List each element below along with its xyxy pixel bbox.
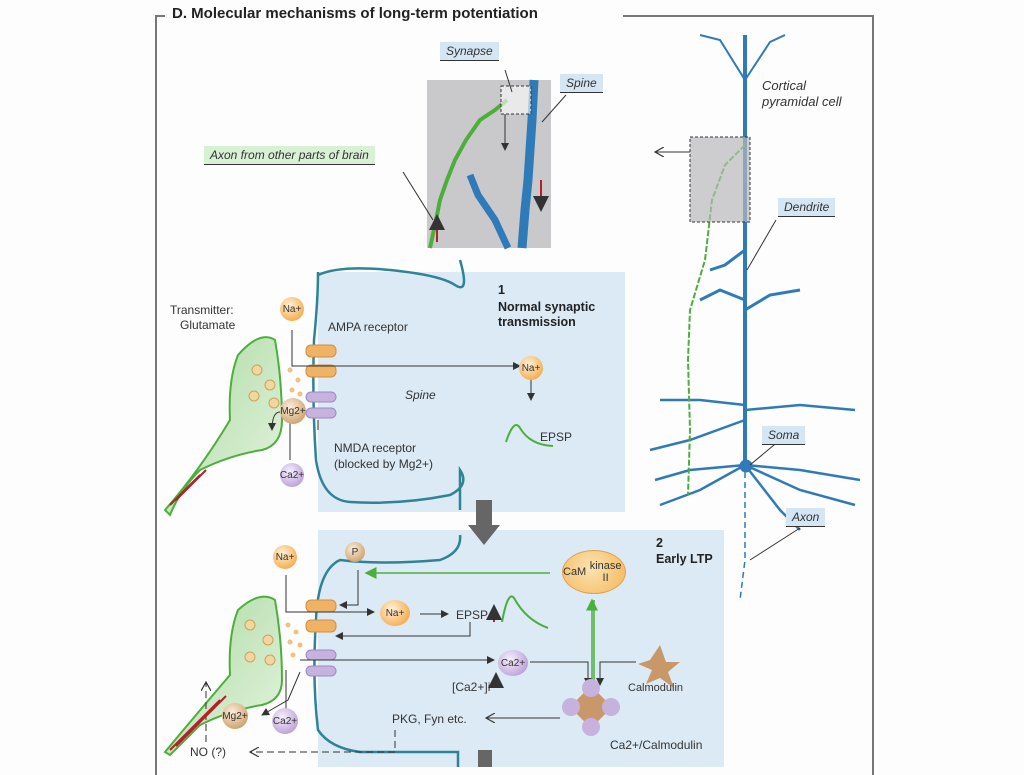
panel-2-title: Early LTP <box>656 552 713 566</box>
cell-label-line2: pyramidal cell <box>762 94 842 109</box>
inset-dendrite-branch <box>466 173 512 250</box>
camk-label-line2: kinase II <box>589 560 622 584</box>
figure-title: D. Molecular mechanisms of long-term pot… <box>172 5 538 22</box>
ca-concentration-label: [Ca2+]i <box>452 680 491 694</box>
frame-top-right-rule <box>623 15 872 17</box>
zoom-inset <box>402 69 567 250</box>
ca-ion-1: Ca2+ <box>280 463 304 487</box>
nmda-receptor-1 <box>305 391 337 419</box>
calmodulin-label: Calmodulin <box>628 682 684 694</box>
no-label: NO (?) <box>190 745 226 759</box>
ampa-receptor-1 <box>305 344 337 378</box>
soma-tag: Soma <box>762 426 806 445</box>
nmda-receptor-2 <box>305 649 337 677</box>
ampa-receptor-2 <box>305 599 337 633</box>
transmitter-label-line1: Transmitter: <box>170 303 234 317</box>
panel-1-title-line2: transmission <box>498 315 576 329</box>
na-ion-1-inside: Na+ <box>519 356 543 380</box>
glutamate-dots-2 <box>285 622 303 658</box>
camk-label-line1: CaM <box>563 566 587 578</box>
ca-ion-2: Ca2+ <box>272 708 298 734</box>
pyramidal-cell <box>649 34 861 601</box>
presynaptic-bouton-2 <box>163 595 284 757</box>
frame-top-left-rule <box>155 15 165 17</box>
phosphate-ion: P <box>345 542 365 562</box>
nmda-label-line2: (blocked by Mg2+) <box>334 457 434 471</box>
step-arrow-2 <box>478 750 492 767</box>
synapse-tag: Synapse <box>440 42 499 61</box>
nmda-label-line1: NMDA receptor <box>334 441 417 455</box>
mg-ion-2: Mg2+ <box>222 703 248 729</box>
vesicles-2 <box>244 619 276 666</box>
epsp-label-2: EPSP <box>456 608 489 622</box>
calmodulin-shape <box>638 645 680 688</box>
panel-1-background <box>318 272 625 512</box>
dendrite-tag: Dendrite <box>778 198 836 217</box>
epsp-trace-2 <box>501 595 549 629</box>
panel-1-title-line1: Normal synaptic <box>498 300 596 314</box>
spine-label: Spine <box>405 388 436 402</box>
axon-source-tag: Axon from other parts of brain <box>204 146 375 165</box>
axon-signal-arrows-1 <box>169 469 207 506</box>
vesicles-1 <box>248 364 280 409</box>
panel-2-background <box>318 530 724 767</box>
zoom-region-box <box>689 136 751 223</box>
epsp-trace-1 <box>505 424 554 447</box>
inset-axon <box>428 98 509 249</box>
ampa-label: AMPA receptor <box>328 320 408 334</box>
spine-membrane-1 <box>312 271 465 510</box>
panel-2-number: 2 <box>656 536 663 550</box>
presynaptic-bouton-1 <box>163 336 284 517</box>
synapse-box <box>500 85 532 115</box>
ca-ion-2-inside: Ca2+ <box>498 650 528 676</box>
glutamate-dots-1 <box>287 367 303 397</box>
figure-frame <box>155 15 874 775</box>
ca-calmodulin-label: Ca2+/Calmodulin <box>610 738 703 752</box>
inset-dendrite <box>517 79 539 249</box>
pkg-fyn-label: PKG, Fyn etc. <box>392 712 467 726</box>
epsp-label-1: EPSP <box>540 430 573 444</box>
spine-tag: Spine <box>560 74 603 93</box>
na-ion-1: Na+ <box>280 297 304 321</box>
axon-signal-arrows-2 <box>169 695 227 751</box>
mg-ion-1: Mg2+ <box>280 398 306 424</box>
step-arrow-1 <box>468 500 500 545</box>
transmitter-label-line2: Glutamate <box>180 318 236 332</box>
neuron-axon-tag: Axon <box>786 508 826 527</box>
cell-label-line1: Cortical <box>762 78 807 93</box>
na-ion-2: Na+ <box>273 545 297 569</box>
na-ion-2-inside: Na+ <box>380 600 410 626</box>
panel-1-number: 1 <box>498 283 505 297</box>
